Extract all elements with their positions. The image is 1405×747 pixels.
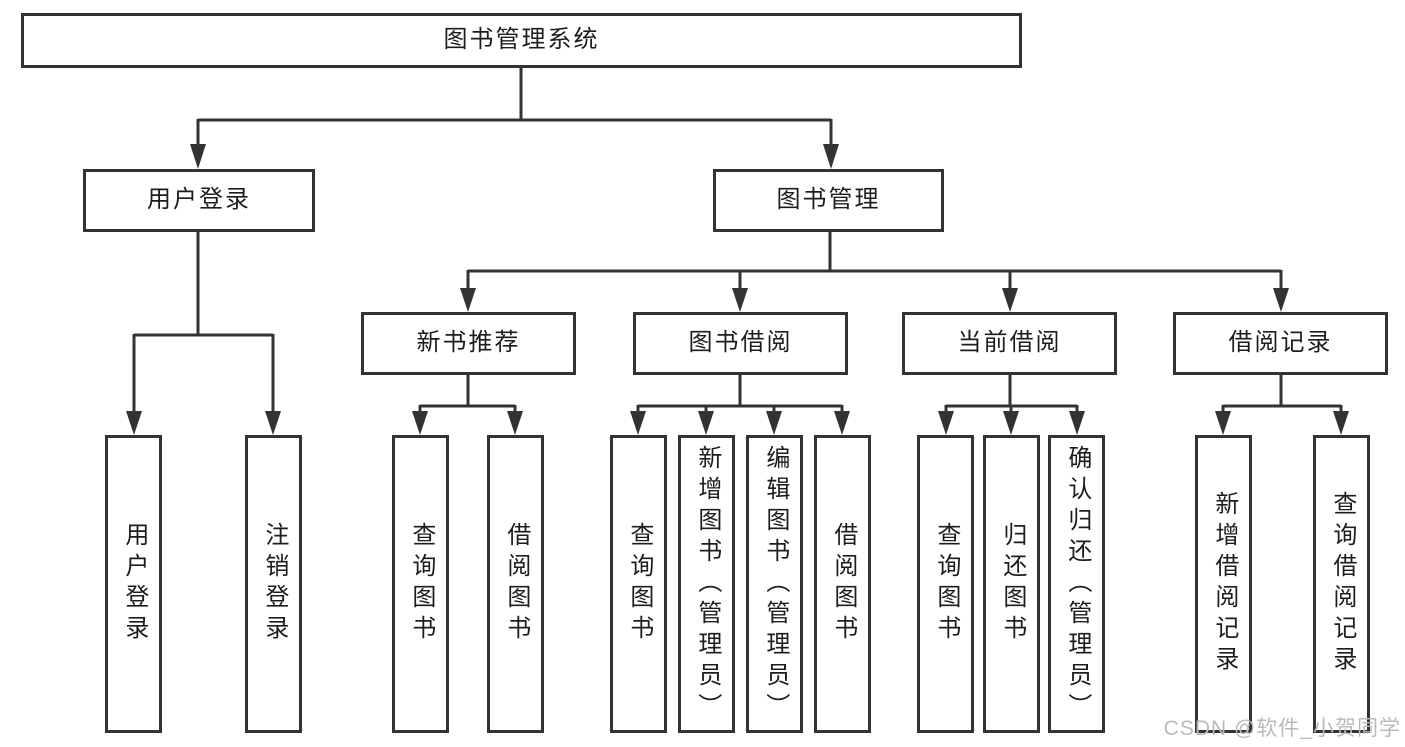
node-book-management: 图书管理 [713,169,944,232]
node-nbr-borrow-book: 借阅图书 [487,435,544,733]
node-user-login-label: 用户登录 [147,186,251,214]
arrow-down-icon [732,288,748,312]
node-new-book-recommend-label: 新书推荐 [416,329,521,357]
node-br-query-record: 查询借阅记录 [1313,435,1370,733]
node-bb-borrow-book: 借阅图书 [814,435,871,733]
arrow-down-icon [1003,411,1019,435]
node-ul-user-login-label: 用户登录 [120,522,148,646]
arrow-down-icon [1333,411,1349,435]
node-ul-logout: 注销登录 [245,435,302,733]
arrow-down-icon [938,411,954,435]
node-cb-query-book: 查询图书 [917,435,974,733]
node-bb-query-book-label: 查询图书 [625,522,653,646]
node-br-add-record-label: 新增借阅记录 [1210,491,1238,677]
node-cb-query-book-label: 查询图书 [932,522,960,646]
node-user-login: 用户登录 [83,169,315,232]
node-bb-borrow-book-label: 借阅图书 [829,522,857,646]
arrow-down-icon [1215,411,1231,435]
node-bb-add-book-admin-label: 新增图书（管理员） [693,444,721,724]
node-book-management-label: 图书管理 [776,186,881,214]
node-borrowing-records: 借阅记录 [1173,312,1388,375]
arrow-down-icon [1273,288,1289,312]
arrow-down-icon [412,411,428,435]
arrow-down-icon [766,411,782,435]
node-new-book-recommend: 新书推荐 [361,312,576,375]
arrow-down-icon [698,411,714,435]
arrow-down-icon [507,411,523,435]
arrow-down-icon [1002,288,1018,312]
node-current-borrowing-label: 当前借阅 [957,329,1062,357]
arrow-down-icon [460,288,476,312]
node-ul-logout-label: 注销登录 [260,522,288,646]
node-nbr-query-book: 查询图书 [392,435,449,733]
node-root-label: 图书管理系统 [443,26,600,54]
arrow-down-icon [190,144,206,169]
arrow-down-icon [823,144,839,169]
node-current-borrowing: 当前借阅 [902,312,1117,375]
node-ul-user-login: 用户登录 [105,435,162,733]
node-cb-confirm-return-admin: 确认归还（管理员） [1048,435,1105,733]
node-br-add-record: 新增借阅记录 [1195,435,1252,733]
arrow-down-icon [630,411,646,435]
connector-lines [132,66,1343,414]
node-bb-edit-book-admin-label: 编辑图书（管理员） [761,444,789,724]
arrowheads [126,144,1349,435]
arrow-down-icon [834,411,850,435]
node-br-query-record-label: 查询借阅记录 [1328,491,1356,677]
node-nbr-query-book-label: 查询图书 [407,522,435,646]
node-nbr-borrow-book-label: 借阅图书 [502,522,530,646]
arrow-down-icon [126,411,142,435]
node-bb-query-book: 查询图书 [610,435,667,733]
node-borrowing-records-label: 借阅记录 [1228,329,1333,357]
arrow-down-icon [265,411,281,435]
node-bb-edit-book-admin: 编辑图书（管理员） [746,435,803,733]
csdn-watermark: CSDN @软件_小贺同学 [1163,717,1401,740]
arrow-down-icon [1069,411,1085,435]
node-book-borrowing-label: 图书借阅 [688,329,793,357]
node-cb-return-book: 归还图书 [983,435,1040,733]
node-book-borrowing: 图书借阅 [633,312,848,375]
node-cb-return-book-label: 归还图书 [998,522,1026,646]
node-bb-add-book-admin: 新增图书（管理员） [678,435,735,733]
node-root: 图书管理系统 [21,13,1022,68]
node-cb-confirm-return-admin-label: 确认归还（管理员） [1063,444,1091,724]
